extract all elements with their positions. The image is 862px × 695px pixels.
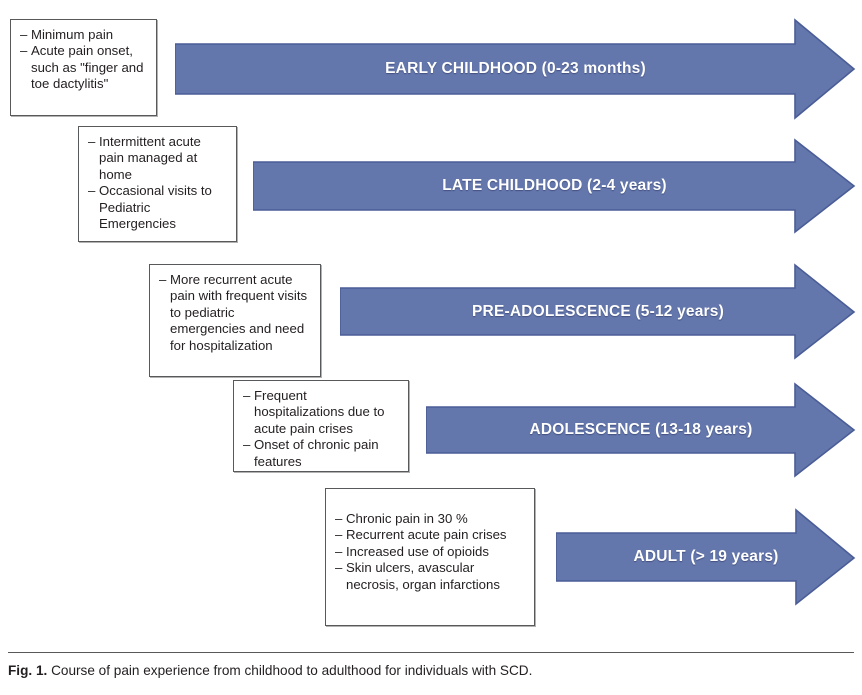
arrow-adolescence: ADOLESCENCE (13-18 years)	[426, 382, 856, 478]
arrow-shape-icon	[556, 508, 856, 606]
caption-divider	[8, 652, 854, 653]
figure-caption: Fig. 1. Course of pain experience from c…	[8, 662, 854, 680]
arrow-late-childhood: LATE CHILDHOOD (2-4 years)	[253, 138, 856, 234]
list-item: Acute pain onset, such as "finger and to…	[20, 43, 148, 92]
textbox-list-pre-adolescence: More recurrent acute pain with frequent …	[159, 272, 312, 354]
textbox-list-adolescence: Frequent hospitalizations due to acute p…	[243, 388, 400, 470]
arrow-early-childhood: EARLY CHILDHOOD (0-23 months)	[175, 18, 856, 120]
textbox-adolescence: Frequent hospitalizations due to acute p…	[233, 380, 409, 472]
textbox-adult: Chronic pain in 30 % Recurrent acute pai…	[325, 488, 535, 626]
list-item: Frequent hospitalizations due to acute p…	[243, 388, 400, 437]
arrow-shape-icon	[253, 138, 856, 234]
list-item: More recurrent acute pain with frequent …	[159, 272, 312, 354]
list-item: Recurrent acute pain crises	[335, 527, 526, 544]
arrow-shape-icon	[426, 382, 856, 478]
textbox-list-late-childhood: Intermittent acute pain managed at home …	[88, 134, 228, 232]
list-item: Minimum pain	[20, 27, 148, 44]
list-item: Onset of chronic pain features	[243, 437, 400, 470]
list-item: Increased use of opioids	[335, 544, 526, 561]
list-item: Chronic pain in 30 %	[335, 511, 526, 528]
textbox-list-adult: Chronic pain in 30 % Recurrent acute pai…	[335, 511, 526, 593]
arrow-pre-adolescence: PRE-ADOLESCENCE (5-12 years)	[340, 263, 856, 360]
textbox-list-early-childhood: Minimum pain Acute pain onset, such as "…	[20, 27, 148, 93]
list-item: Occasional visits to Pediatric Emergenci…	[88, 183, 228, 232]
list-item: Intermittent acute pain managed at home	[88, 134, 228, 183]
arrow-shape-icon	[340, 263, 856, 360]
textbox-pre-adolescence: More recurrent acute pain with frequent …	[149, 264, 321, 377]
list-item: Skin ulcers, avascular necrosis, organ i…	[335, 560, 526, 593]
figure-caption-text: Course of pain experience from childhood…	[51, 663, 533, 678]
figure-number: Fig. 1.	[8, 663, 48, 678]
textbox-late-childhood: Intermittent acute pain managed at home …	[78, 126, 237, 242]
textbox-early-childhood: Minimum pain Acute pain onset, such as "…	[10, 19, 157, 116]
arrow-adult: ADULT (> 19 years)	[556, 508, 856, 606]
arrow-shape-icon	[175, 18, 856, 120]
